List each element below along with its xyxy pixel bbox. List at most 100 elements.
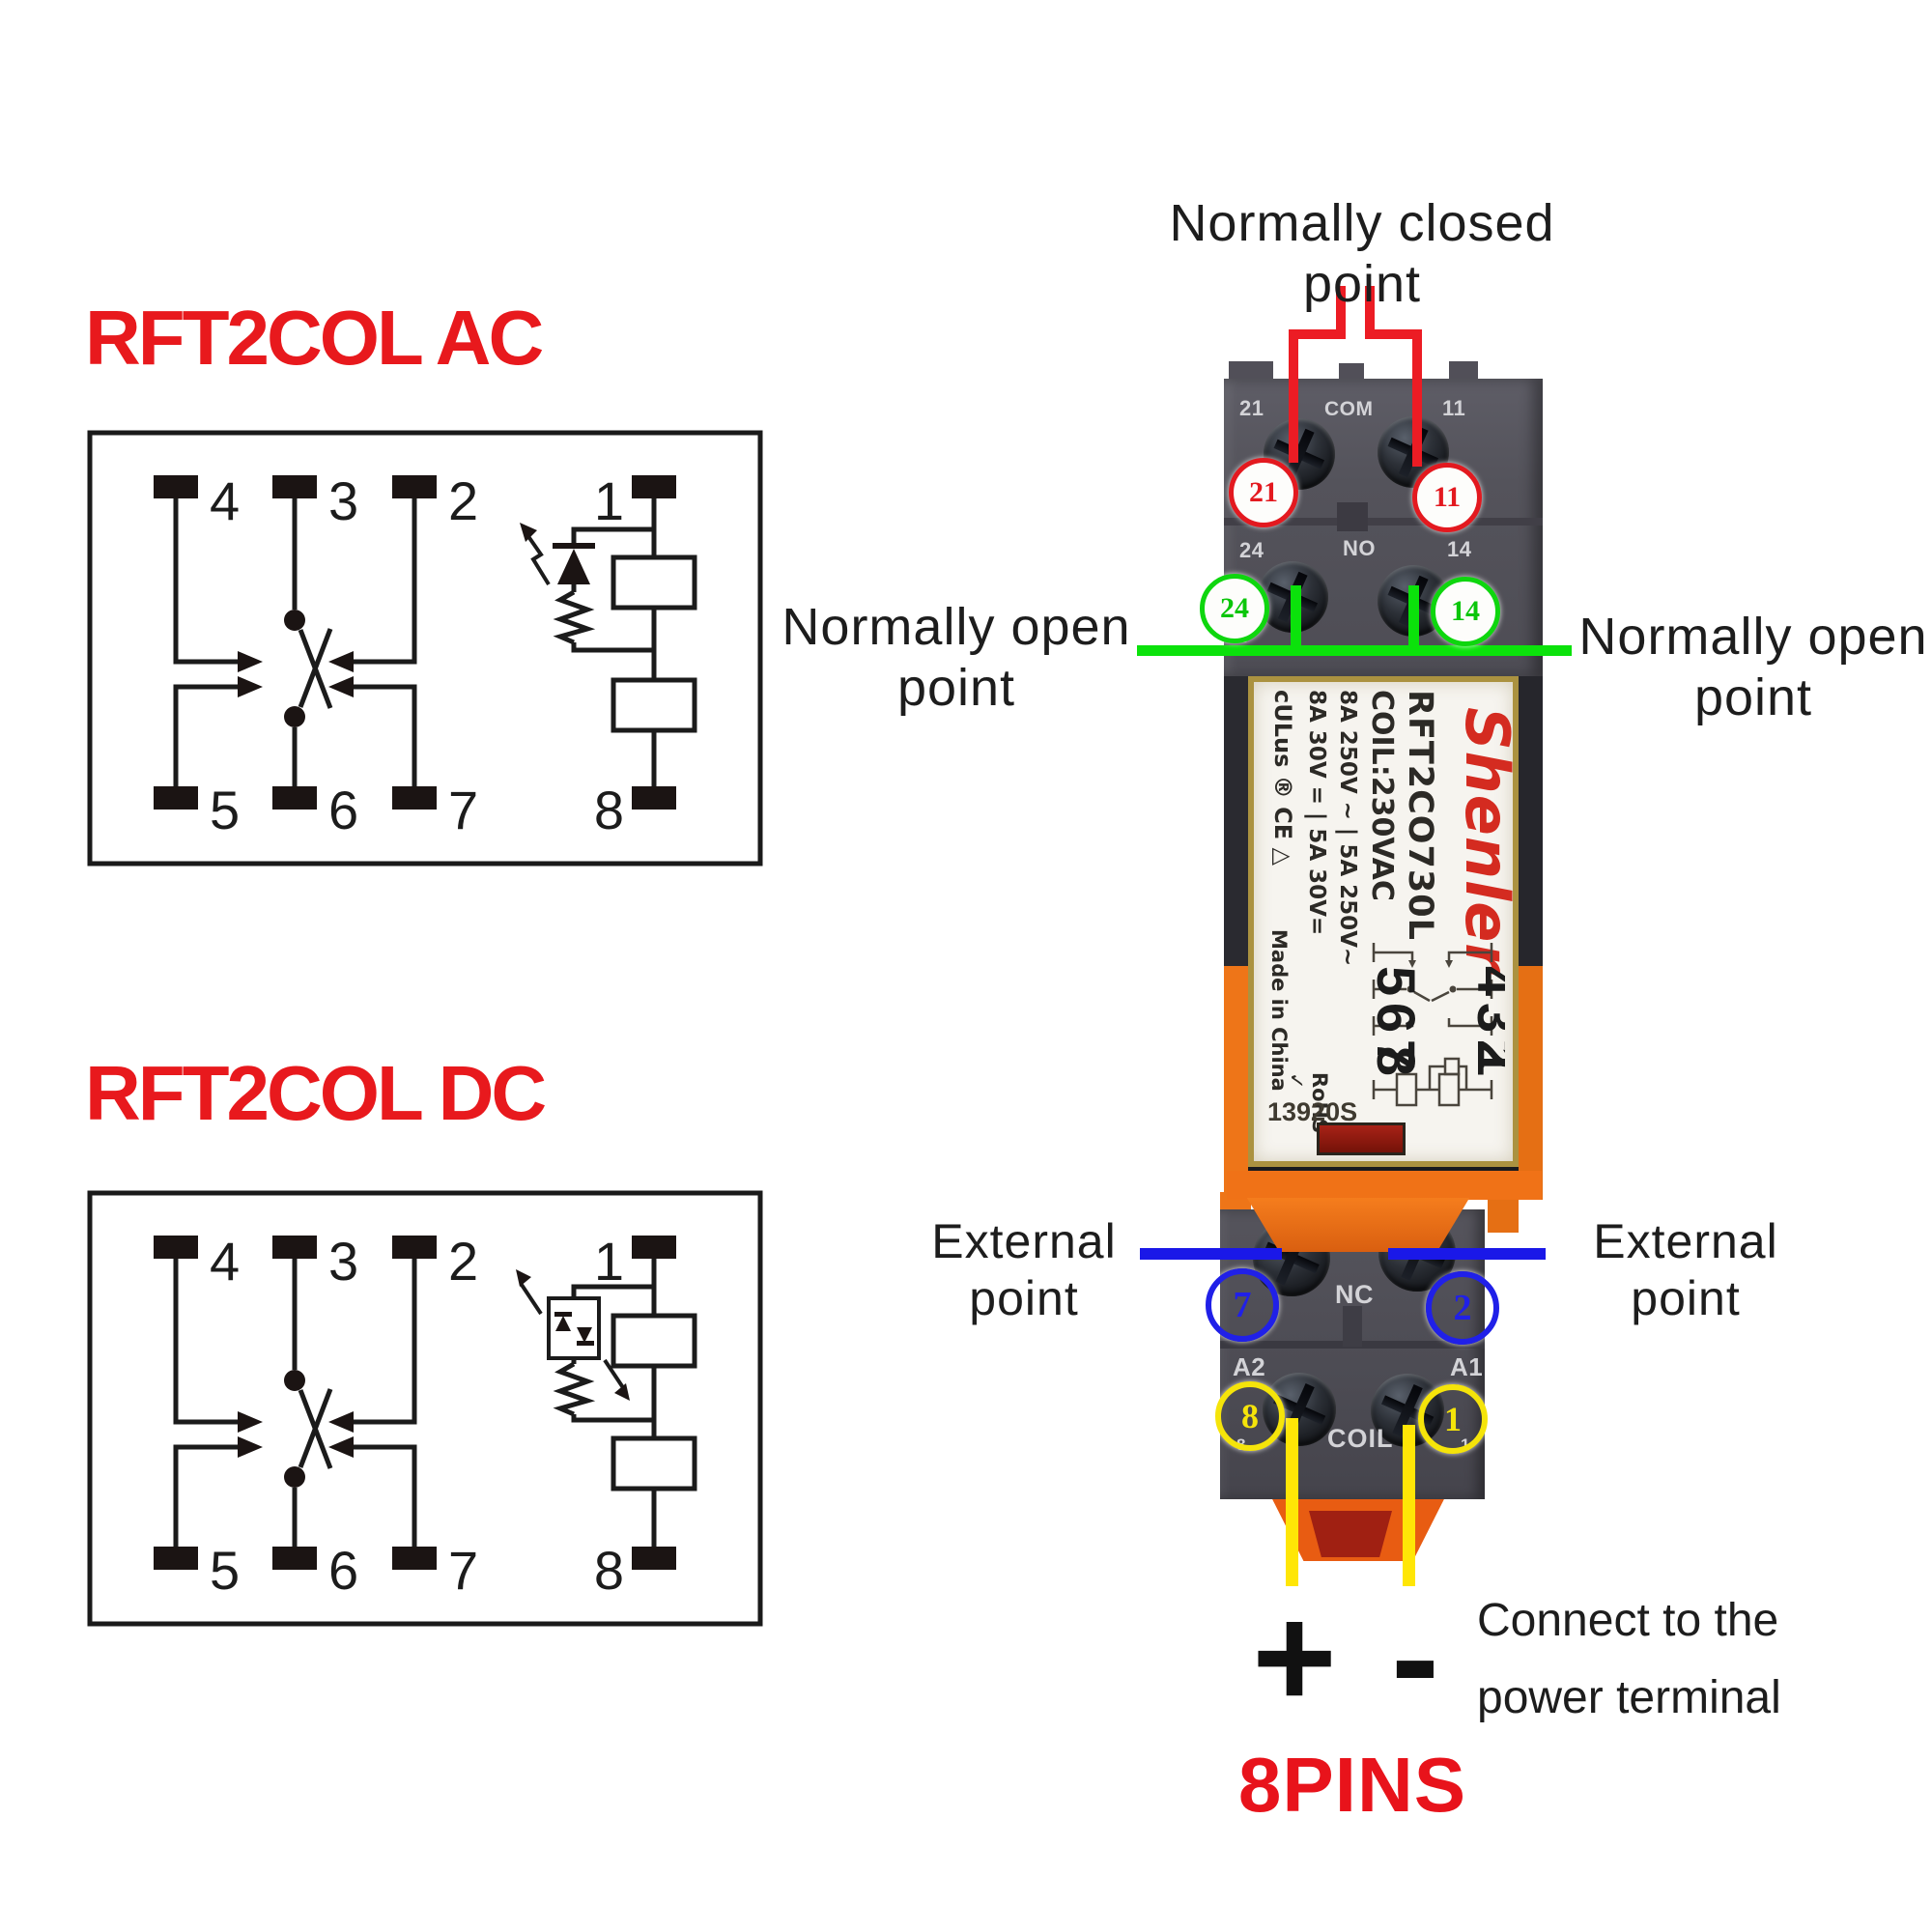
annotation-external-right: External point	[1541, 1213, 1831, 1326]
terminal-label-14: 14	[1447, 537, 1472, 561]
ac-pin-4-label: 4	[210, 470, 240, 531]
badge-7-number: 7	[1233, 1285, 1252, 1325]
mini-pin-1: 1	[1466, 1046, 1505, 1076]
annotation-normally-closed-line1: Normally closed	[1169, 194, 1555, 252]
annotation-no-left-line2: point	[896, 659, 1016, 718]
nc-wire-stub-left	[1336, 286, 1346, 334]
led-flash-arrow	[524, 530, 551, 586]
dc-led-down	[577, 1327, 592, 1343]
dc-pin-numbers: 4 3 2 1 5 6 7 8	[210, 1231, 624, 1601]
badge-terminal-1: 1	[1418, 1384, 1488, 1454]
dc-pin-3-label: 3	[328, 1231, 358, 1292]
ac-pin-3-label: 3	[328, 470, 358, 531]
dc-pin-8-label: 8	[594, 1540, 624, 1601]
relay-top-terminal-block	[1224, 379, 1543, 676]
ac-pin-1-label: 1	[594, 470, 624, 531]
relay-coil-voltage: COIL:230VAC	[1365, 690, 1399, 901]
ac-pin-6-label: 6	[328, 780, 358, 840]
dc-led-flash-right	[603, 1358, 626, 1391]
terminal-label-a2: A2	[1233, 1352, 1266, 1381]
certification-marks: cULus ® CE △	[1269, 690, 1296, 866]
badge-24-number: 24	[1220, 592, 1249, 624]
dc-led-flash-left	[520, 1283, 543, 1316]
no-wire-stub-left	[1291, 585, 1301, 649]
dc-pad-6	[272, 1547, 317, 1570]
no-wire-stub-right	[1408, 585, 1419, 649]
relay-top-tab-center	[1339, 363, 1364, 383]
annotation-ext-right-line2: point	[1631, 1270, 1741, 1325]
top-block-divider	[1224, 518, 1543, 526]
ac-pad-1	[632, 475, 676, 498]
nc-wire-down-right	[1412, 329, 1422, 467]
annotation-no-right-line2: point	[1693, 668, 1813, 727]
socket-orange-right	[1519, 966, 1543, 1200]
top-block-notch	[1337, 502, 1368, 531]
bottom-clip-red-center	[1309, 1511, 1392, 1557]
terminal-label-21: 21	[1239, 396, 1264, 420]
dc-pad-2	[392, 1236, 437, 1259]
relay-top-tab-right	[1449, 361, 1478, 383]
ac-pad-2	[392, 475, 437, 498]
nc-wire-horiz-left	[1289, 329, 1346, 339]
ext-wire-right	[1388, 1248, 1546, 1260]
dc-pad-8	[632, 1547, 676, 1570]
ac-pad-5	[154, 786, 198, 810]
label-mini-schematic: 4 3 2 1 5 6 7 8	[1366, 943, 1505, 1107]
relay-model: RFT2CO730L	[1401, 690, 1439, 941]
terminal-label-nc: NC	[1335, 1280, 1374, 1309]
relay-batch-code: 13920S	[1267, 1097, 1358, 1126]
annotation-power-terminal: Connect to the power terminal	[1477, 1582, 1883, 1737]
badge-14-number: 14	[1451, 595, 1480, 627]
dc-pin-4-label: 4	[210, 1231, 240, 1292]
ac-pin-5-label: 5	[210, 780, 240, 840]
nc-wire-horiz-right	[1365, 329, 1422, 339]
terminal-label-11: 11	[1442, 396, 1466, 420]
terminal-label-coil: COIL	[1327, 1424, 1394, 1453]
dc-pads-and-arrows	[154, 1236, 676, 1570]
dc-led-up	[555, 1316, 571, 1331]
dc-pin-5-label: 5	[210, 1540, 240, 1601]
mini-pin-8: 8	[1366, 1046, 1427, 1076]
terminal-label-24: 24	[1239, 538, 1264, 562]
ac-pin-7-label: 7	[448, 780, 478, 840]
annotation-ext-right-line1: External	[1593, 1214, 1778, 1268]
mini-pin-3: 3	[1466, 1003, 1505, 1033]
terminal-label-no: NO	[1343, 536, 1376, 560]
ac-contact-wires	[173, 498, 657, 786]
ac-pin-numbers: 4 3 2 1 5 6 7 8	[210, 470, 624, 840]
mini-pin-2: 2	[1466, 1039, 1505, 1069]
relay-top-tab-left	[1229, 361, 1273, 383]
title-rft2col-dc: RFT2COL DC	[85, 1050, 547, 1136]
led-arrow-head	[520, 523, 537, 542]
annotation-ext-left-line2: point	[969, 1270, 1079, 1325]
ac-pad-4	[154, 475, 198, 498]
badge-2-number: 2	[1453, 1288, 1472, 1328]
badge-terminal-11: 11	[1412, 463, 1482, 532]
relay-label-rotated-content: Shenler RFT2CO730L COIL:230VAC 8A 250V ~…	[1254, 682, 1522, 1155]
ac-coil-boxes	[611, 554, 697, 733]
badge-11-number: 11	[1433, 481, 1462, 513]
ac-pad-8	[632, 786, 676, 810]
ac-pad-6	[272, 786, 317, 810]
socket-rail-left	[1224, 676, 1248, 976]
badge-8-number: 8	[1241, 1397, 1259, 1435]
dc-pad-5	[154, 1547, 198, 1570]
dc-coil-box-upper	[611, 1313, 697, 1369]
annotation-external-left: External point	[879, 1213, 1169, 1326]
annotation-normally-closed-line2: point	[1302, 255, 1422, 314]
orange-retaining-clip	[1246, 1198, 1470, 1252]
bottom-block-notch	[1343, 1306, 1362, 1347]
mini-pin-5: 5	[1366, 966, 1427, 996]
no-wire-horizontal	[1137, 645, 1572, 656]
dc-coil-boxes	[611, 1313, 697, 1492]
annotation-no-right-line1: Normally open	[1578, 608, 1928, 666]
nc-wire-stub-right	[1365, 286, 1375, 334]
dc-pad-7	[392, 1547, 437, 1570]
polarity-minus-symbol: -	[1391, 1576, 1439, 1738]
ac-pad-7	[392, 786, 437, 810]
badge-terminal-2: 2	[1426, 1271, 1499, 1345]
coil-box-lower	[611, 677, 697, 733]
orange-socket-band	[1227, 1171, 1542, 1200]
dc-pin-7-label: 7	[448, 1540, 478, 1601]
badge-1-number: 1	[1444, 1400, 1462, 1438]
